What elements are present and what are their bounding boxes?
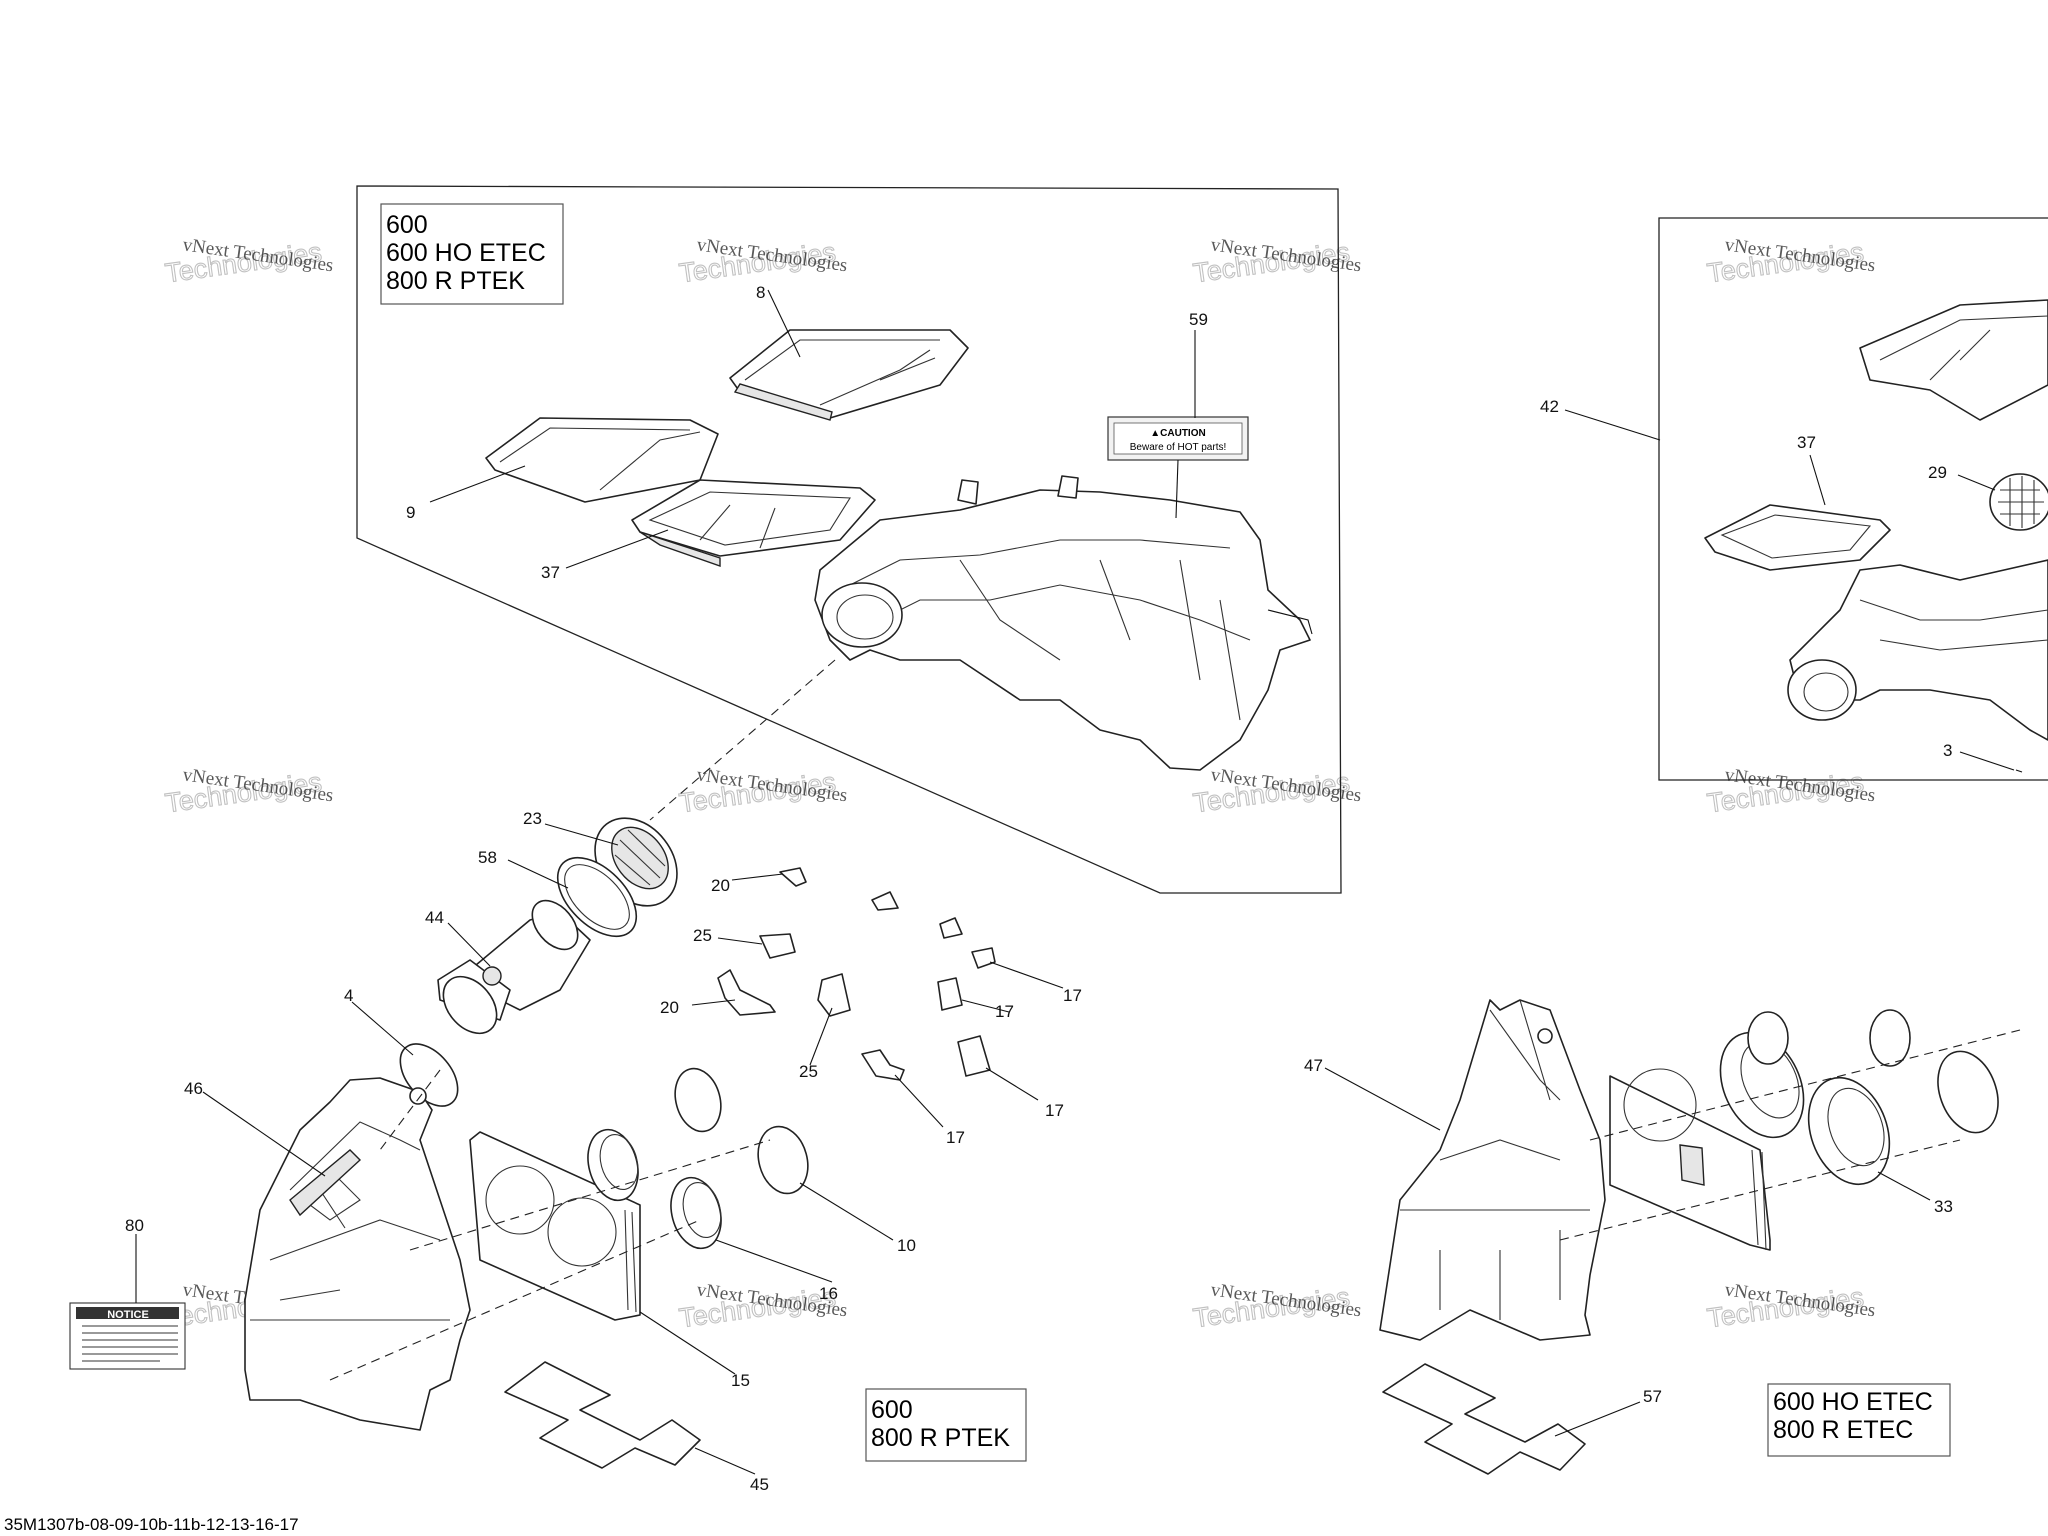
leader-lines bbox=[135, 289, 2015, 1475]
callout: 17 bbox=[1045, 1101, 1064, 1120]
callout: 17 bbox=[1063, 986, 1082, 1005]
assembly-line bbox=[649, 659, 836, 821]
part-air-silencer bbox=[244, 1077, 471, 1431]
callout: 59 bbox=[1189, 310, 1208, 329]
variant-box-bottom-right: 600 HO ETEC 800 R ETEC bbox=[1767, 1383, 1951, 1457]
part-boots-right bbox=[1719, 1009, 1999, 1186]
diagram-reference-code: 35M1307b-08-09-10b-11b-12-13-16-17 bbox=[4, 1515, 299, 1534]
callouts: 8 59 9 37 42 37 29 3 23 58 20 44 25 4 17… bbox=[125, 283, 1953, 1494]
variant-box-top: 600 600 HO ETEC 800 R PTEK bbox=[380, 203, 564, 305]
assembly-line bbox=[379, 1069, 441, 1151]
part-pad-right bbox=[1382, 1363, 1586, 1475]
part-air-box-cover bbox=[729, 329, 969, 421]
part-silencer-base bbox=[469, 1131, 641, 1321]
svg-text:Beware of HOT parts!: Beware of HOT parts! bbox=[1130, 442, 1227, 453]
callout: 47 bbox=[1304, 1056, 1323, 1075]
part-filter-frame-right bbox=[1704, 504, 1891, 571]
part-clips bbox=[717, 867, 996, 1081]
part-air-box bbox=[814, 475, 1313, 771]
variant-box-bottom-left: 600 800 R PTEK bbox=[865, 1388, 1027, 1462]
callout: 20 bbox=[711, 876, 730, 895]
callout: 37 bbox=[541, 563, 560, 582]
part-silencer-base-right bbox=[1609, 1068, 1771, 1251]
watermark: Technologies vNext Technologies bbox=[677, 234, 849, 289]
svg-text:600: 600 bbox=[386, 211, 428, 239]
svg-text:800 R PTEK: 800 R PTEK bbox=[871, 1424, 1010, 1452]
svg-text:800 R ETEC: 800 R ETEC bbox=[1773, 1416, 1913, 1444]
callout: 42 bbox=[1540, 397, 1559, 416]
part-adaptor bbox=[437, 899, 591, 1035]
watermark: Technologies vNext Technologies bbox=[677, 764, 849, 819]
callout: 25 bbox=[693, 926, 712, 945]
watermark: Technologies vNext Technologies bbox=[1191, 234, 1363, 289]
part-pad bbox=[504, 1361, 701, 1469]
callout: 17 bbox=[946, 1128, 965, 1147]
callout: 20 bbox=[660, 998, 679, 1017]
part-notice-decal: NOTICE bbox=[69, 1302, 186, 1370]
callout: 80 bbox=[125, 1216, 144, 1235]
part-sleeves bbox=[587, 1067, 809, 1250]
watermark: Technologies vNext Technologies bbox=[163, 764, 335, 819]
assembly-line bbox=[409, 1139, 771, 1251]
svg-text:800 R PTEK: 800 R PTEK bbox=[386, 267, 525, 295]
part-air-box-cover-right bbox=[1859, 299, 2048, 421]
callout: 8 bbox=[756, 283, 765, 302]
part-air-box-right bbox=[1787, 559, 2048, 741]
svg-text:▲CAUTION: ▲CAUTION bbox=[1150, 428, 1205, 439]
part-filter-cover bbox=[485, 417, 719, 503]
callout: 15 bbox=[731, 1371, 750, 1390]
watermark: Technologies vNext Technologies bbox=[1705, 1279, 1877, 1334]
watermark: Technologies vNext Technologies bbox=[163, 234, 335, 289]
svg-text:600 HO ETEC: 600 HO ETEC bbox=[386, 239, 546, 267]
callout: 4 bbox=[344, 986, 353, 1005]
watermark: Technologies vNext Technologies bbox=[1705, 764, 1877, 819]
top-variant-frame bbox=[356, 185, 1342, 894]
callout: 37 bbox=[1797, 433, 1816, 452]
callout: 33 bbox=[1934, 1197, 1953, 1216]
part-caution-decal: ▲CAUTION Beware of HOT parts! bbox=[1107, 416, 1249, 461]
assembly-line bbox=[1559, 1139, 1961, 1241]
callout: 16 bbox=[819, 1284, 838, 1303]
watermark: Technologies vNext Technologies bbox=[1191, 1279, 1363, 1334]
watermark: Technologies vNext Technologies bbox=[1705, 234, 1877, 289]
assembly-line bbox=[329, 1219, 701, 1381]
callout: 25 bbox=[799, 1062, 818, 1081]
callout: 3 bbox=[1943, 741, 1952, 760]
callout: 46 bbox=[184, 1079, 203, 1098]
callout: 44 bbox=[425, 908, 444, 927]
callout: 29 bbox=[1928, 463, 1947, 482]
callout: 9 bbox=[406, 503, 415, 522]
part-filter-frame bbox=[631, 479, 876, 567]
part-clamp bbox=[556, 856, 638, 938]
callout: 45 bbox=[750, 1475, 769, 1494]
callout: 17 bbox=[995, 1002, 1014, 1021]
svg-text:NOTICE: NOTICE bbox=[107, 1309, 149, 1321]
svg-text:600 HO ETEC: 600 HO ETEC bbox=[1773, 1388, 1933, 1416]
callout: 57 bbox=[1643, 1387, 1662, 1406]
svg-text:600: 600 bbox=[871, 1396, 913, 1424]
part-grille bbox=[1989, 473, 2048, 531]
callout: 58 bbox=[478, 848, 497, 867]
callout: 23 bbox=[523, 809, 542, 828]
callout: 10 bbox=[897, 1236, 916, 1255]
part-screw bbox=[2015, 769, 2023, 773]
part-air-silencer-right bbox=[1379, 999, 1606, 1341]
right-variant-frame bbox=[1658, 217, 2048, 781]
watermark: Technologies vNext Technologies bbox=[1191, 764, 1363, 819]
